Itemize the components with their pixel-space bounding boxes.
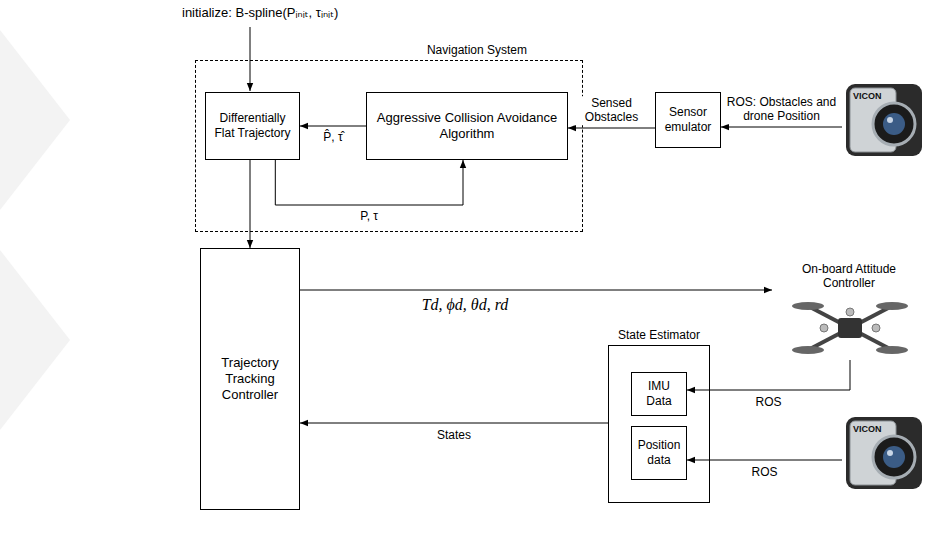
process-box: Sensor emulator: [655, 92, 721, 148]
camera-node: VICON: [842, 413, 926, 495]
edge-label: Sensed Obstacles: [574, 96, 650, 125]
edge-label: Td, ϕd, θd, rd: [420, 295, 511, 314]
connector-arrow: [300, 290, 772, 291]
connector-arrow: [687, 360, 850, 390]
process-box: Trajectory Tracking Controller: [200, 248, 300, 510]
box-label: Sensor emulator: [658, 105, 718, 135]
connector-arrow: [721, 127, 842, 128]
estimator-group: State EstimatorIMU DataPosition data: [608, 345, 710, 503]
process-box: Differentially Flat Trajectory: [205, 92, 300, 160]
edge-label: P̂, τ̂: [321, 130, 344, 144]
data-box: Position data: [631, 426, 687, 480]
camera-node: VICON: [842, 80, 926, 160]
box-label: Differentially Flat Trajectory: [210, 111, 295, 141]
group-heading: Navigation System: [427, 43, 527, 57]
box-label: Position data: [634, 438, 684, 468]
watermark-shape: [0, 250, 70, 430]
connector-arrow: [300, 423, 608, 424]
edge-label: P, τ: [337, 209, 401, 223]
drone-node: On-board Attitude Controller: [772, 262, 926, 360]
box-label: Trajectory Tracking Controller: [205, 355, 295, 404]
node-heading: On-board Attitude Controller: [772, 262, 926, 291]
box-label: IMU Data: [634, 379, 684, 409]
data-box: IMU Data: [631, 372, 687, 416]
group-heading: State Estimator: [618, 328, 700, 342]
process-box: Aggressive Collision Avoidance Algorithm: [366, 92, 568, 160]
connector-arrow: [687, 460, 842, 461]
edge-label: ROS: [749, 465, 779, 479]
connector-arrow: [568, 128, 655, 129]
connector-arrow: [250, 160, 251, 248]
vicon-camera: [846, 84, 922, 156]
init-label: initialize: B-spline(Pᵢₙᵢₜ, τᵢₙᵢₜ): [180, 5, 340, 21]
box-label: Aggressive Collision Avoidance Algorithm: [371, 110, 563, 143]
drone-illustration: [792, 302, 908, 354]
vicon-camera: [846, 417, 922, 489]
edge-label: ROS: Obstacles and drone Position: [725, 95, 839, 124]
edge-label: ROS: [753, 395, 783, 409]
camera-label: VICON: [852, 91, 883, 101]
connector-arrow: [300, 126, 366, 127]
watermark-shape: [0, 30, 70, 210]
edge-label: States: [435, 428, 473, 442]
init-arrow: [250, 27, 251, 91]
system-group: Navigation SystemDifferentially Flat Tra…: [195, 60, 583, 232]
connector-arrow: [275, 160, 463, 205]
camera-label: VICON: [852, 424, 883, 434]
